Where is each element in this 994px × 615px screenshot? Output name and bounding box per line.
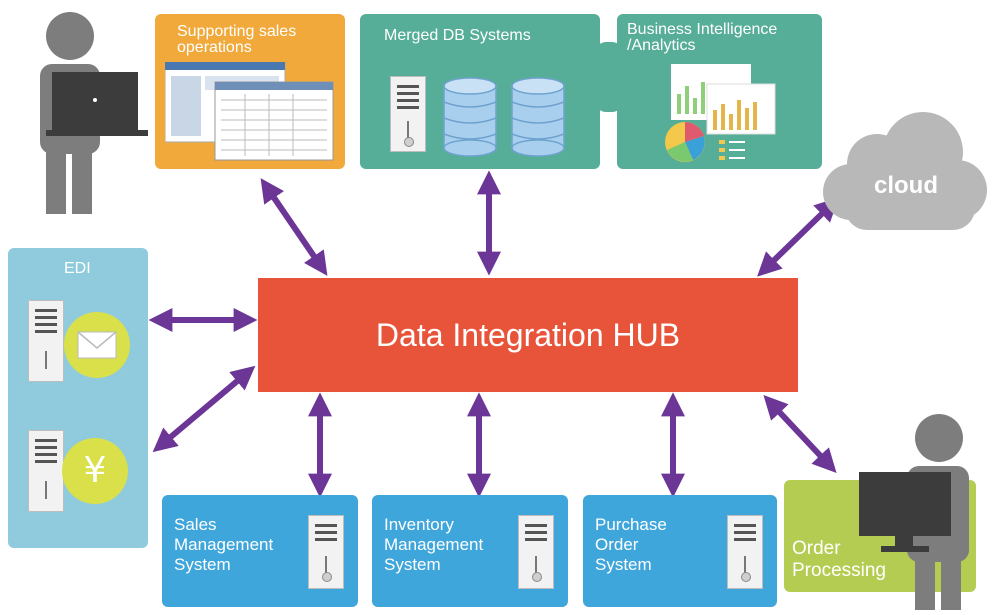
server-icon [28,430,64,512]
person-with-laptop-icon [10,8,155,218]
hub-label: Data Integration HUB [375,317,681,353]
database-icon [511,77,565,157]
cloud-label: cloud [874,172,938,199]
order-processing-label: Order Processing [792,538,886,581]
arrow-cloud-hub [757,197,839,277]
supporting-sales-operations-label: Supporting sales operations [177,23,297,56]
purchase-order-panel: Purchase Order System [583,495,777,607]
server-icon [727,515,763,589]
merged-db-systems-panel: Merged DB Systems [360,14,600,169]
data-integration-hub: Data Integration HUB [258,278,798,392]
server-icon [28,300,64,382]
sales-management-label: Sales Management System [174,515,274,574]
arrow-edi-yen-hub [152,365,256,453]
sales-management-panel: Sales Management System [162,495,358,607]
edi-label: EDI [64,260,91,277]
merged-db-systems-label: Merged DB Systems [384,27,531,44]
server-icon [518,515,554,589]
business-intelligence-label: Business Intelligence /Analytics [627,21,778,54]
arrow-hub-order-processing [763,394,837,474]
server-icon [390,76,426,152]
spreadsheet-screens-icon [165,62,334,161]
person-with-monitor-icon [855,410,985,610]
server-icon [308,515,344,589]
supporting-sales-operations-panel: Supporting sales operations [155,14,345,169]
arrow-sales-ops-hub [260,178,328,276]
inventory-management-panel: Inventory Management System [372,495,568,607]
edi-panel: EDI ¥ [8,248,148,548]
mail-icon [64,312,130,378]
business-intelligence-panel: Business Intelligence /Analytics [617,14,822,169]
purchase-order-label: Purchase Order System [595,515,667,574]
database-icon [443,77,497,157]
cloud-icon [823,112,987,230]
analytics-charts-icon [665,64,776,162]
inventory-management-label: Inventory Management System [384,515,484,574]
yen-icon: ¥ [62,438,128,504]
